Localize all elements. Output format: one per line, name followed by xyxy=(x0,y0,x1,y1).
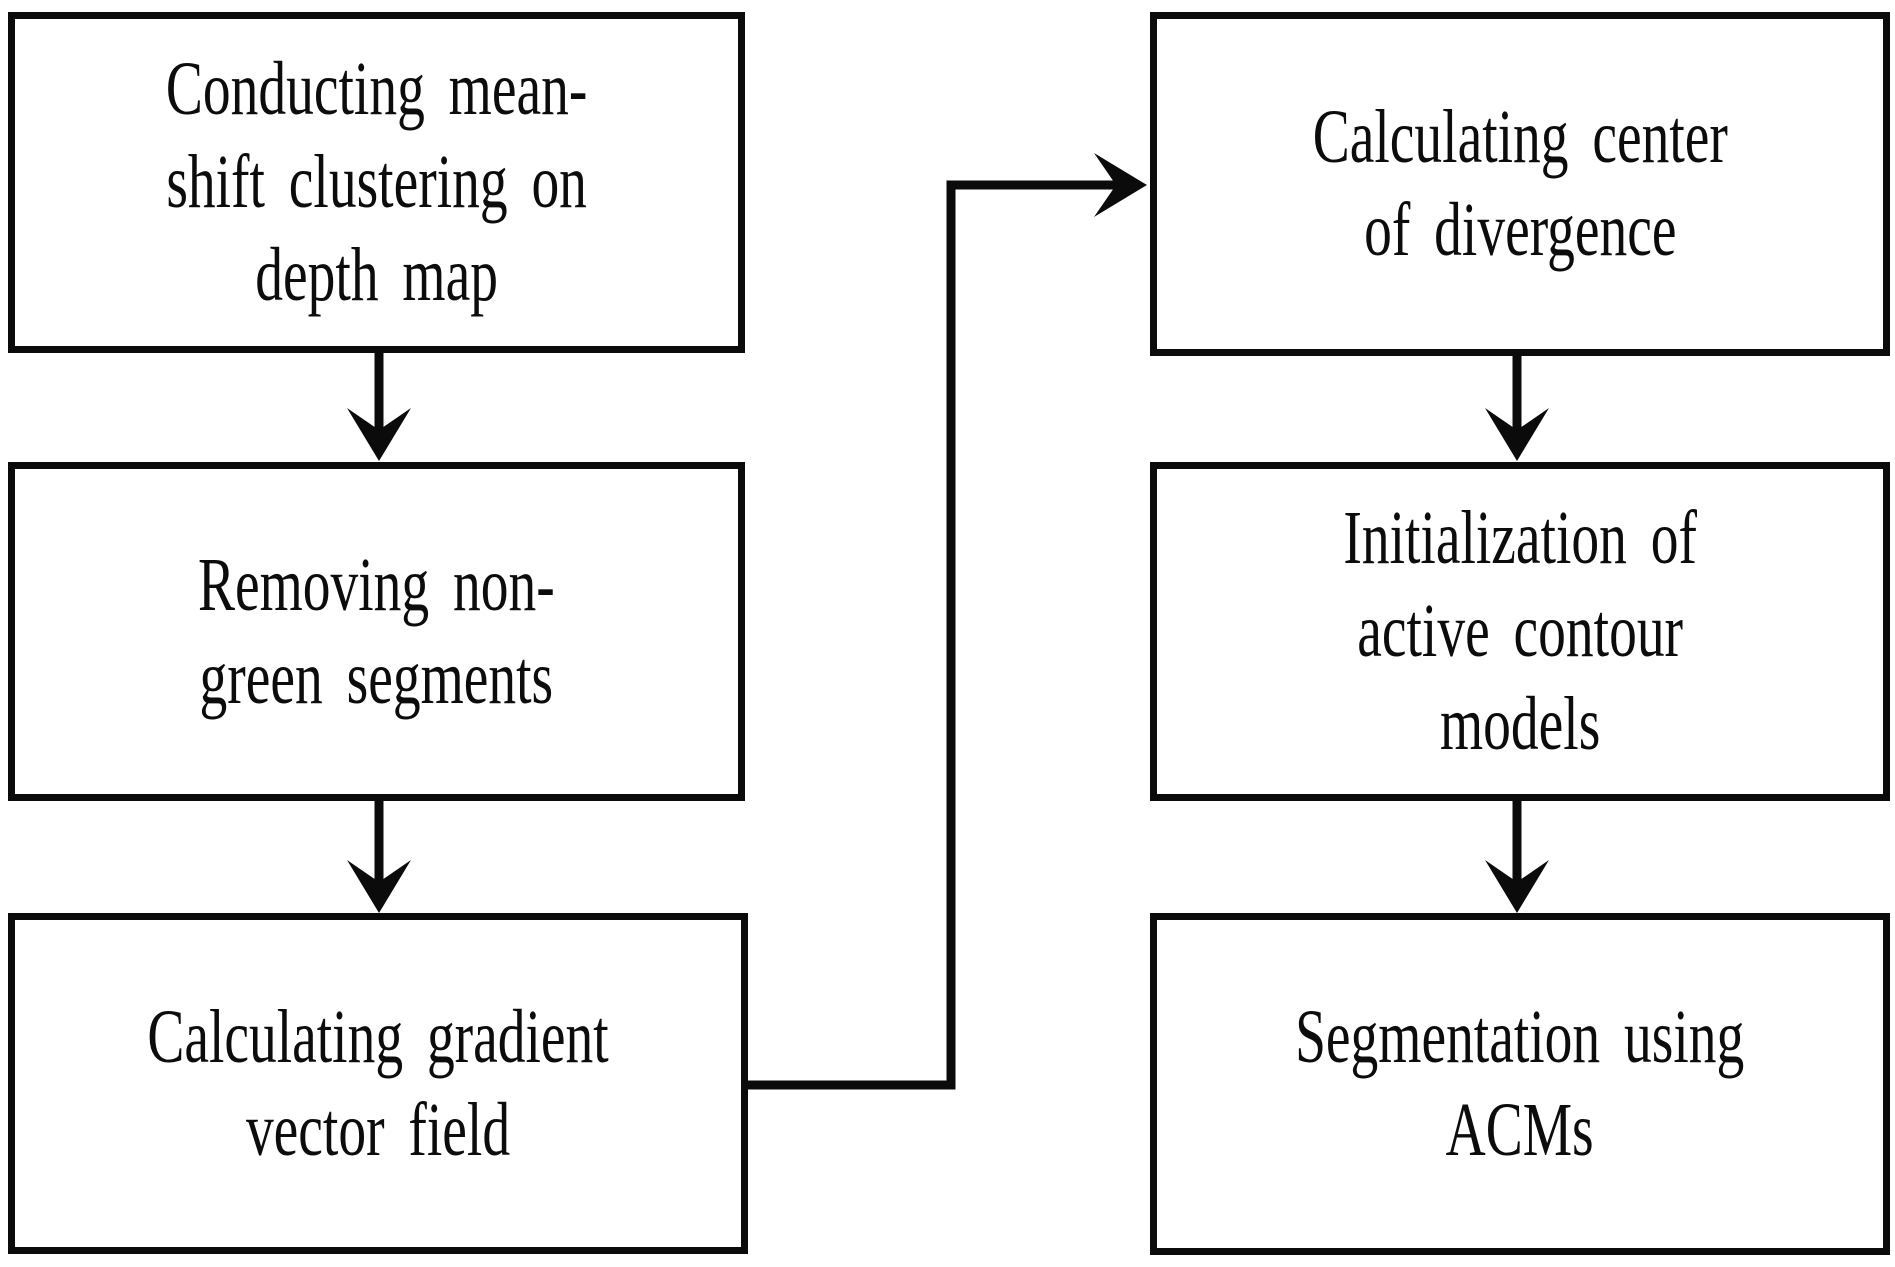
text-line: vector field xyxy=(245,1087,511,1172)
arrow-elbow-shaft xyxy=(745,180,1128,1090)
text-line: Calculating gradient xyxy=(147,994,609,1079)
text-line: of divergence xyxy=(1363,188,1677,272)
flow-box-label: Calculating center of divergence xyxy=(1312,91,1727,277)
text-line: active contour xyxy=(1357,589,1683,673)
text-line: depth map xyxy=(255,233,498,317)
flow-box-acm-segmentation: Segmentation using ACMs xyxy=(1150,913,1890,1255)
flow-box-gradient-vector-field: Calculating gradient vector field xyxy=(8,913,748,1254)
text-line: Initialization of xyxy=(1343,496,1697,580)
arrow-meanshift-to-removing xyxy=(347,352,411,461)
text-line: shift clustering on xyxy=(166,140,587,224)
text-line: ACMs xyxy=(1445,1088,1594,1172)
arrow-initialization-to-segmentation xyxy=(1485,800,1549,913)
arrowhead-down-icon xyxy=(347,408,411,461)
flow-box-label: Removing non- green segments xyxy=(198,539,555,725)
text-line: Calculating center xyxy=(1312,95,1728,179)
flow-box-acm-initialization: Initialization of active contour models xyxy=(1150,462,1890,801)
flow-box-center-of-divergence: Calculating center of divergence xyxy=(1150,12,1890,356)
flow-box-label: Segmentation using ACMs xyxy=(1295,991,1744,1177)
text-line: Segmentation using xyxy=(1295,995,1745,1079)
arrowhead-down-icon xyxy=(1485,408,1549,461)
arrow-gradient-to-divergence-elbow xyxy=(745,153,1147,1090)
arrowhead-right-icon xyxy=(1094,153,1147,217)
text-line: models xyxy=(1439,682,1601,766)
text-line: green segments xyxy=(199,635,554,720)
flow-box-mean-shift-clustering: Conducting mean- shift clustering on dep… xyxy=(8,12,745,353)
flow-box-label: Calculating gradient vector field xyxy=(147,991,608,1177)
text-line: Removing non- xyxy=(198,542,555,627)
arrowhead-down-icon xyxy=(347,860,411,913)
flow-box-label: Initialization of active contour models xyxy=(1343,492,1697,771)
text-line: Conducting mean- xyxy=(165,47,588,131)
flow-box-remove-non-green: Removing non- green segments xyxy=(8,462,745,801)
flow-box-label: Conducting mean- shift clustering on dep… xyxy=(166,43,587,322)
arrowhead-down-icon xyxy=(1485,860,1549,913)
arrow-removing-to-gradient xyxy=(347,800,411,913)
arrow-divergence-to-initialization xyxy=(1485,356,1549,461)
